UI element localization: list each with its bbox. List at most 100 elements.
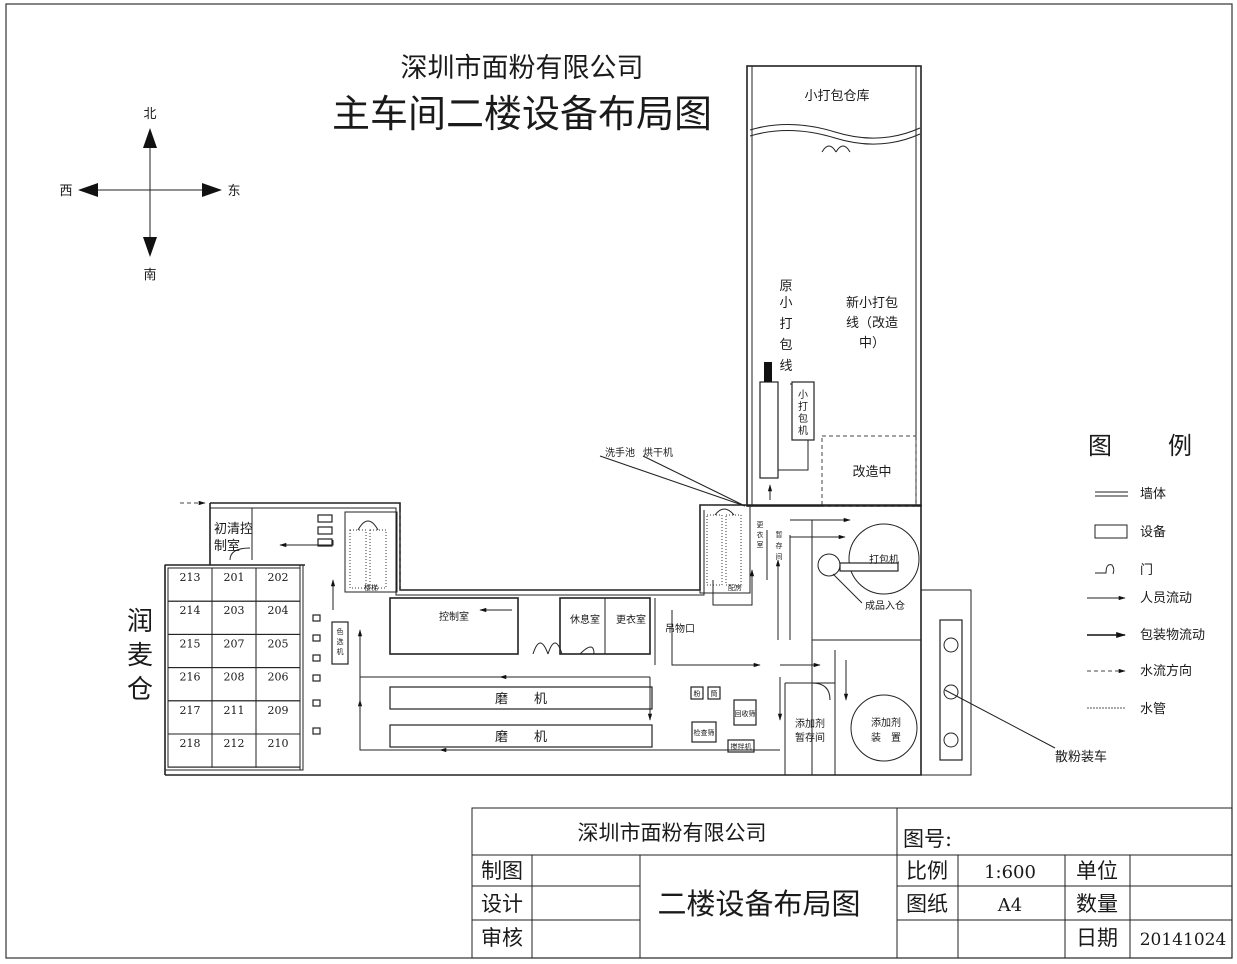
small-packer-label: 小 打 包 机 (798, 389, 808, 437)
legend-people-flow: 人员流动 (1140, 591, 1192, 606)
svg-text:色: 色 (337, 627, 344, 636)
renovating-label: 改造中 (852, 465, 891, 480)
initial-clean-control-label-2: 制室 (214, 538, 240, 554)
west-label: 西 (59, 184, 72, 199)
legend-door: 门 (1140, 563, 1153, 578)
tb-unit-label: 单位 (1076, 859, 1118, 883)
small-pack-warehouse-label: 小打包仓库 (804, 88, 869, 104)
title-block: 深圳市面粉有限公司 图号: 制图 设计 审核 二楼设备布局图 比例 1:600 … (471, 807, 1233, 959)
legend-water-pipe: 水管 (1140, 702, 1166, 717)
svg-text:打: 打 (798, 400, 808, 413)
compass: 北 南 西 东 (59, 107, 240, 283)
tb-drawing-name: 二楼设备布局图 (657, 887, 860, 921)
mixer (727, 739, 755, 753)
svg-text:机: 机 (337, 647, 344, 656)
silo-cell (255, 733, 301, 768)
silo-cell-number: 211 (224, 704, 245, 717)
silo-cell-number: 215 (180, 637, 201, 650)
legend-equipment-icon (1094, 524, 1128, 539)
silo-cell-number: 206 (268, 671, 289, 684)
silo-cell-number: 201 (224, 571, 245, 584)
south-label: 南 (143, 267, 156, 283)
silo-cell-number: 217 (180, 704, 201, 717)
color-sorter-label: 色 选 机 (337, 627, 344, 656)
tb-scale-label: 比例 (906, 859, 948, 883)
legend-equipment: 设备 (1140, 524, 1166, 540)
company-title: 深圳市面粉有限公司 (401, 53, 644, 84)
tb-company: 深圳市面粉有限公司 (578, 821, 767, 845)
check-sifter (691, 721, 717, 743)
silo-cell-number: 218 (180, 737, 201, 750)
check-sifter-label: 检查筛 (694, 728, 715, 737)
silo-cell-number: 210 (268, 737, 289, 750)
mill-1 (389, 686, 653, 710)
recycle-sifter-label: 回收筛 (735, 709, 756, 718)
north-wing (746, 65, 922, 507)
east-arrow-icon (202, 183, 222, 197)
flow-arrows (180, 484, 851, 753)
tb-date: 20141024 (1140, 930, 1227, 950)
small-equipment-labels: 粉 筒 回收筛 检查筛 搅拌机 楼梯 配房 更 衣 室 暂 存 间 (364, 521, 783, 751)
west-arrow-icon (78, 183, 98, 197)
color-sorter (331, 621, 349, 665)
legend-title-2: 例 (1168, 432, 1192, 460)
mill-2 (389, 724, 653, 748)
temp-room-label: 存 (776, 541, 783, 550)
svg-text:小: 小 (779, 296, 792, 311)
control-room-label: 控制室 (439, 610, 469, 623)
tb-drawn-by: 制图 (481, 859, 523, 883)
dryer-label: 烘干机 (643, 446, 673, 459)
tb-scale: 1:600 (984, 862, 1036, 883)
hoist-opening-label: 吊物口 (665, 622, 695, 635)
additive-storage-label-2: 暂存间 (795, 731, 825, 744)
change-room-v-label: 更 (757, 521, 764, 529)
silo-cell-number: 205 (268, 637, 289, 650)
additive-device-label-2: 装 置 (871, 731, 901, 744)
rest-room-label: 休息室 (570, 613, 600, 626)
mill-1-label: 磨 机 (495, 692, 547, 707)
silo-cell-number: 204 (268, 604, 289, 617)
sheet-border (5, 3, 1233, 959)
silo-name: 润 麦 仓 (127, 607, 153, 705)
mill-2-label: 磨 机 (495, 730, 547, 745)
svg-text:润: 润 (127, 607, 153, 637)
silo-cell-number: 203 (224, 604, 245, 617)
temp-room-label: 间 (776, 553, 783, 561)
silo-cell-number: 209 (268, 704, 289, 717)
old-line-label: 原 小 打 包 线 (779, 279, 792, 374)
tb-design: 设计 (481, 892, 523, 916)
silo-cell-number: 202 (268, 571, 289, 584)
stair-label-left: 楼梯 (364, 583, 378, 592)
north-arrow-icon (143, 128, 157, 148)
bin-label-2: 筒 (711, 689, 718, 698)
south-arrow-icon (143, 237, 157, 257)
legend-wall: 墙体 (1140, 487, 1166, 502)
legend-water-flow: 水流方向 (1140, 663, 1192, 679)
silo-cell-number: 208 (224, 671, 245, 684)
bulk-loading-label: 散粉装车 (1055, 749, 1107, 765)
change-room-v-label: 衣 (757, 530, 764, 539)
east-label: 东 (227, 184, 240, 199)
silo-cell-number: 207 (224, 637, 245, 650)
svg-text:机: 机 (798, 424, 808, 437)
north-label: 北 (143, 107, 156, 122)
svg-text:麦: 麦 (127, 641, 153, 671)
temp-room-label: 暂 (776, 530, 783, 539)
new-line-label: 新小打包 线（改造 中） (846, 295, 898, 351)
change-room-v-label: 室 (757, 540, 764, 549)
svg-text:仓: 仓 (127, 675, 153, 705)
mixer-label: 搅拌机 (731, 742, 752, 751)
additive-device-circle (850, 694, 918, 762)
tb-date-label: 日期 (1076, 926, 1118, 950)
small-packer-box (791, 381, 815, 441)
legend-door-icon (1095, 564, 1115, 575)
bin-label-1: 粉 (694, 689, 701, 698)
legend-title-1: 图 (1088, 432, 1112, 460)
svg-text:中）: 中） (859, 336, 885, 351)
svg-text:小: 小 (798, 389, 808, 401)
svg-text:线: 线 (779, 359, 792, 374)
silo-cell-number: 214 (180, 604, 201, 617)
stair-label-right: 配房 (728, 583, 742, 592)
svg-text:线（改造: 线（改造 (846, 316, 898, 331)
tb-drawing-no: 图号: (903, 827, 952, 851)
